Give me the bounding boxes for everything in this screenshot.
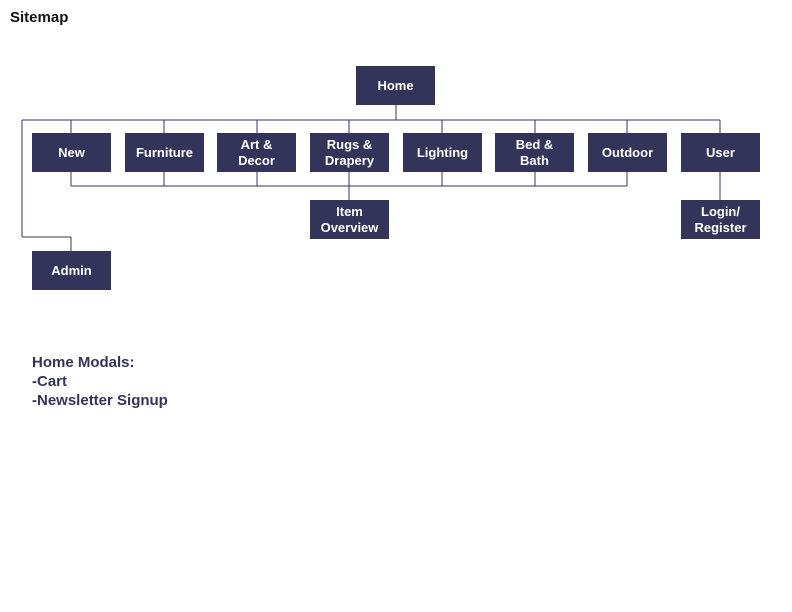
node-home[interactable]: Home: [356, 66, 435, 105]
page-title: Sitemap: [10, 9, 69, 26]
node-lighting[interactable]: Lighting: [403, 133, 482, 172]
notes-heading: Home Modals:: [32, 354, 135, 371]
notes-item-cart: -Cart: [32, 373, 68, 390]
node-art-decor[interactable]: Art & Decor: [217, 133, 296, 172]
node-rugs-drapery[interactable]: Rugs & Drapery: [310, 133, 389, 172]
node-user[interactable]: User: [681, 133, 760, 172]
node-bed-bath[interactable]: Bed & Bath: [495, 133, 574, 172]
home-modals-notes: Home Modals: -Cart -Newsletter Signup: [32, 353, 168, 410]
notes-item-newsletter-signup: -Newsletter Signup: [32, 392, 168, 409]
node-login-register[interactable]: Login/ Register: [681, 200, 760, 239]
node-item-overview[interactable]: Item Overview: [310, 200, 389, 239]
node-admin[interactable]: Admin: [32, 251, 111, 290]
node-new[interactable]: New: [32, 133, 111, 172]
node-outdoor[interactable]: Outdoor: [588, 133, 667, 172]
node-furniture[interactable]: Furniture: [125, 133, 204, 172]
